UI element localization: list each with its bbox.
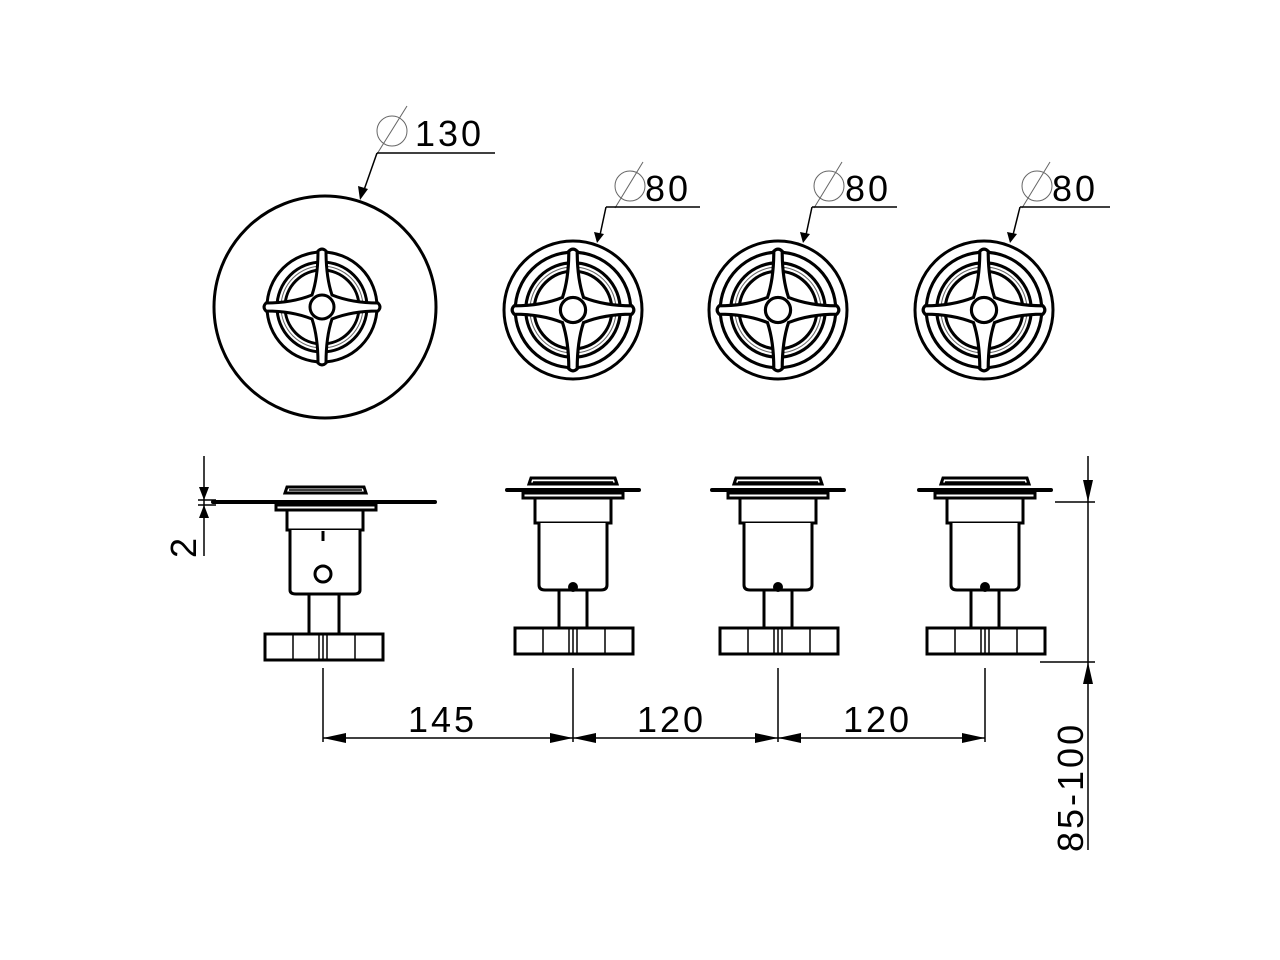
small-plate-top-view-1 <box>502 239 644 381</box>
diameter-80-callout-1: 80 <box>594 161 700 243</box>
diameter-80-label-1: 80 <box>645 168 691 209</box>
diameter-80-callout-2: 80 <box>800 161 897 243</box>
diameter-80-label-2: 80 <box>845 168 891 209</box>
small-valve-side-view-3 <box>917 476 1053 656</box>
thickness-dimension: 2 <box>163 456 216 558</box>
depth-range-label: 85-100 <box>1050 722 1091 852</box>
small-valve-side-view-1 <box>505 476 641 656</box>
small-plate-top-view-3 <box>913 239 1055 381</box>
large-plate-top-view <box>212 194 438 420</box>
large-valve-side-view <box>211 485 437 662</box>
depth-dimension: 85-100 <box>1040 456 1095 852</box>
small-valve-side-view-2 <box>710 476 846 656</box>
diameter-130-label: 130 <box>415 113 484 154</box>
spacing-label-120-b: 120 <box>843 699 912 740</box>
small-plate-top-view-2 <box>707 239 849 381</box>
diameter-130-callout: 130 <box>358 105 495 200</box>
thickness-label: 2 <box>163 535 204 558</box>
spacing-dimensions: 145 120 120 <box>322 668 986 743</box>
spacing-label-120-a: 120 <box>637 699 706 740</box>
diameter-80-callout-3: 80 <box>1007 161 1110 243</box>
diameter-80-label-3: 80 <box>1052 168 1098 209</box>
spacing-label-145: 145 <box>408 699 477 740</box>
